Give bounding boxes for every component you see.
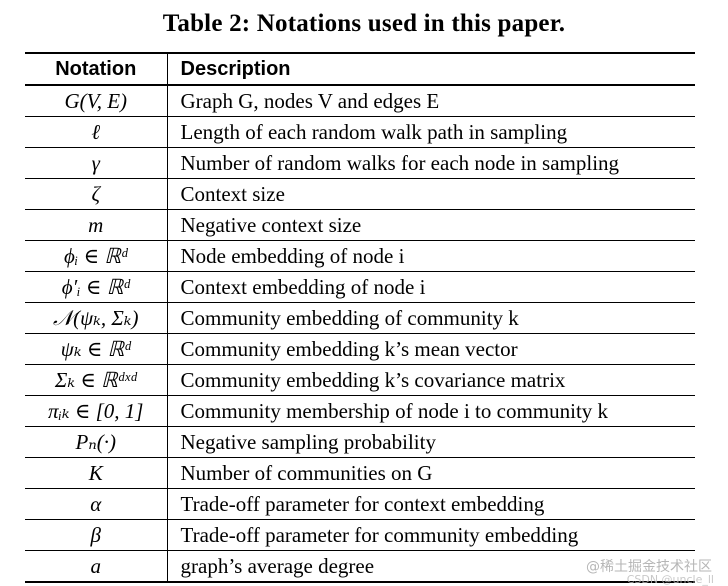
notation-cell: α — [25, 488, 168, 520]
description-cell: Graph G, nodes V and edges E — [167, 84, 695, 117]
description-cell: Number of random walks for each node in … — [167, 147, 695, 179]
watermark-csdn: CSDN @uncle_ll — [626, 573, 714, 586]
notation-cell: G(V, E) — [25, 84, 168, 117]
table-row: 𝒩(ψₖ, Σₖ) Community embedding of communi… — [25, 302, 695, 334]
notation-cell: a — [25, 550, 168, 583]
notations-table: Notation Description G(V, E) Graph G, no… — [25, 52, 695, 583]
table-caption: Table 2: Notations used in this paper. — [162, 10, 566, 37]
notation-cell: K — [25, 457, 168, 489]
table-row: ℓ Length of each random walk path in sam… — [25, 116, 695, 148]
notation-cell: πᵢₖ ∈ [0, 1] — [25, 395, 168, 427]
table-row: Σₖ ∈ ℝᵈˣᵈ Community embedding k’s covari… — [25, 364, 695, 396]
table-header-row: Notation Description — [25, 52, 695, 86]
table-row: Pₙ(·) Negative sampling probability — [25, 426, 695, 458]
description-cell: Trade-off parameter for community embedd… — [167, 519, 695, 551]
notation-cell: 𝒩(ψₖ, Σₖ) — [25, 302, 168, 334]
notation-cell: ψₖ ∈ ℝᵈ — [25, 333, 168, 365]
notation-cell: Σₖ ∈ ℝᵈˣᵈ — [25, 364, 168, 396]
description-cell: Context size — [167, 178, 695, 210]
notation-cell: ζ — [25, 178, 168, 210]
notation-cell: β — [25, 519, 168, 551]
description-cell: Community embedding k’s covariance matri… — [167, 364, 695, 396]
table-row: πᵢₖ ∈ [0, 1] Community membership of nod… — [25, 395, 695, 427]
table-row: G(V, E) Graph G, nodes V and edges E — [25, 84, 695, 117]
watermark-juejin: @稀土掘金技术社区 — [586, 559, 712, 575]
table-row: ψₖ ∈ ℝᵈ Community embedding k’s mean vec… — [25, 333, 695, 365]
description-cell: Negative sampling probability — [167, 426, 695, 458]
description-cell: Number of communities on G — [167, 457, 695, 489]
notation-cell: ϕᵢ ∈ ℝᵈ — [25, 240, 168, 272]
table-row: K Number of communities on G — [25, 457, 695, 489]
description-cell: Community embedding k’s mean vector — [167, 333, 695, 365]
notation-cell: γ — [25, 147, 168, 179]
table-row: ϕᵢ ∈ ℝᵈ Node embedding of node i — [25, 240, 695, 272]
table-row: α Trade-off parameter for context embedd… — [25, 488, 695, 520]
notation-cell: m — [25, 209, 168, 241]
notation-cell: ℓ — [25, 116, 168, 148]
table-row: ζ Context size — [25, 178, 695, 210]
header-notation: Notation — [25, 52, 168, 86]
description-cell: Community membership of node i to commun… — [167, 395, 695, 427]
description-cell: Negative context size — [167, 209, 695, 241]
table-row: γ Number of random walks for each node i… — [25, 147, 695, 179]
description-cell: Node embedding of node i — [167, 240, 695, 272]
table-row: ϕ′ᵢ ∈ ℝᵈ Context embedding of node i — [25, 271, 695, 303]
table-row: a graph’s average degree — [25, 550, 695, 583]
notation-cell: ϕ′ᵢ ∈ ℝᵈ — [25, 271, 168, 303]
description-cell: graph’s average degree — [167, 550, 695, 583]
description-cell: Context embedding of node i — [167, 271, 695, 303]
description-cell: Community embedding of community k — [167, 302, 695, 334]
table-row: m Negative context size — [25, 209, 695, 241]
description-cell: Length of each random walk path in sampl… — [167, 116, 695, 148]
notation-cell: Pₙ(·) — [25, 426, 168, 458]
header-description: Description — [167, 52, 695, 86]
description-cell: Trade-off parameter for context embeddin… — [167, 488, 695, 520]
table-row: β Trade-off parameter for community embe… — [25, 519, 695, 551]
